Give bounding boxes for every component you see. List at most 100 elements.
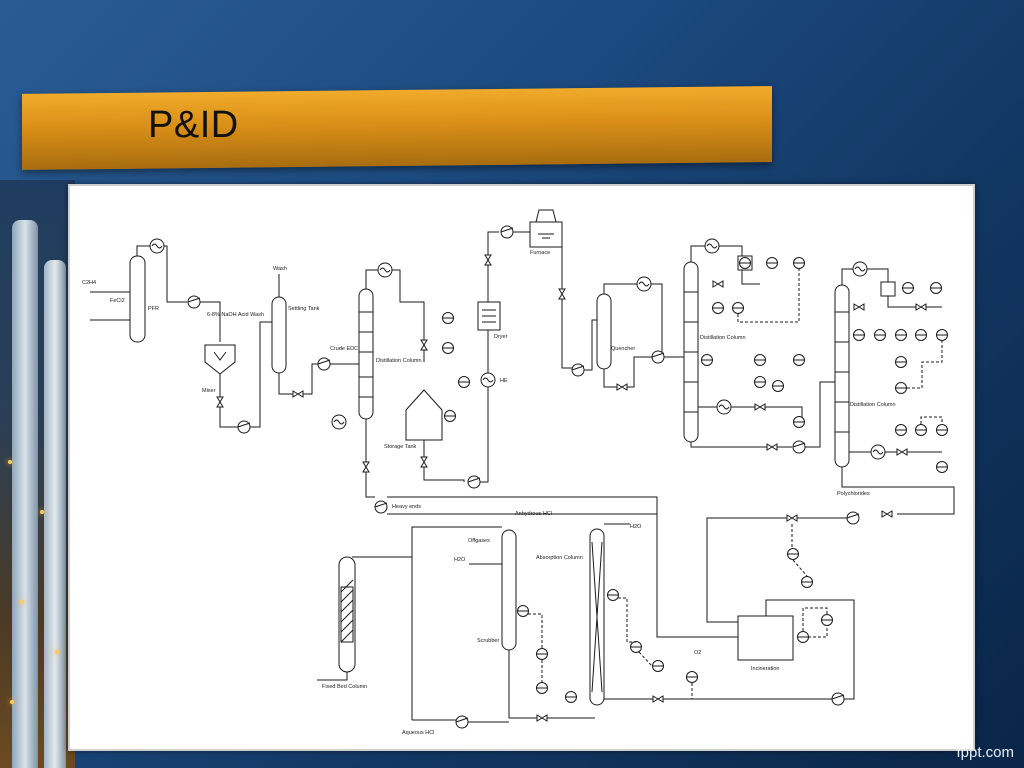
furnace-label: Furnace [530, 250, 550, 256]
instrument-icon [793, 354, 805, 366]
valve-icon [362, 461, 370, 473]
pump-icon [651, 350, 665, 364]
feed-lines [90, 291, 131, 321]
pipe [698, 406, 803, 422]
title-band [22, 86, 772, 170]
refinery-light [8, 460, 12, 464]
heat-exchanger-icon [870, 444, 886, 460]
h2o-absorption-label: H2O [630, 524, 642, 530]
instrument-icon [686, 671, 698, 683]
instrument-icon [712, 302, 724, 314]
instrument-icon [754, 354, 766, 366]
valve-icon [881, 510, 893, 518]
instrument-icon [874, 329, 886, 341]
instrument-icon [630, 641, 642, 653]
packing-hatch [340, 579, 354, 643]
incineration-label: Incineration [751, 666, 779, 672]
pipe [561, 234, 572, 369]
polychlorides-label: Polychlorides [837, 491, 870, 497]
pipe [603, 356, 652, 388]
distillation-column-3-label: Distillation Column [850, 402, 896, 408]
instrument-icon [915, 424, 927, 436]
pump-icon [500, 225, 514, 239]
instrument-icon [793, 257, 805, 269]
feed-label: FeCl2 [110, 298, 125, 304]
valve-icon [420, 339, 428, 351]
acid-wash-label: 6-8% NaOH Acid Wash [207, 312, 264, 318]
instrument-icon [787, 548, 799, 560]
pipe [219, 374, 238, 428]
distillation-column-2-label: Distillation Column [700, 335, 746, 341]
pump-icon [237, 420, 251, 434]
pipe [690, 442, 792, 448]
pfr-vessel [129, 255, 146, 343]
instrument-icon [797, 631, 809, 643]
instrument-icon [565, 691, 577, 703]
instrument-icon [936, 329, 948, 341]
wash-label: Wash [273, 266, 287, 272]
valve-icon [786, 514, 798, 522]
pump-icon [792, 440, 806, 454]
instrument-icon [895, 329, 907, 341]
instrument-icon [732, 302, 744, 314]
pfr-label: PFR [148, 306, 159, 312]
refinery-tower [12, 220, 38, 768]
instrument-icon [754, 376, 766, 388]
absorption-column-label: Absorption Column [536, 555, 583, 561]
feed-label: C2H4 [82, 280, 96, 286]
instrument-icon [915, 329, 927, 341]
pipe [423, 440, 465, 482]
valve-icon [652, 695, 664, 703]
heat-exchanger-icon [636, 276, 652, 292]
packing-cross [591, 541, 603, 693]
offgases-label: Offgases [468, 538, 490, 544]
aqueous-hcl-label: Aqueous HCl [402, 730, 434, 736]
distillation-column-1 [358, 288, 374, 420]
instrument-icon [902, 282, 914, 294]
valve-icon [766, 443, 778, 451]
valve-icon [536, 714, 548, 722]
pump-icon [571, 363, 585, 377]
heat-exchanger-icon [149, 238, 165, 254]
level-indicator-icon [458, 376, 470, 388]
pipe [317, 672, 348, 681]
controller-box-icon [880, 281, 896, 297]
heat-exchanger-icon [852, 261, 868, 277]
storage-tank-vessel [405, 389, 443, 441]
instrument-icon [517, 605, 529, 617]
instrument-icon [536, 682, 548, 694]
pid-diagram: C2H4 FeCl2 PFR 6-8% NaOH Acid Wash Mixer… [68, 184, 975, 751]
instrument-icon [936, 461, 948, 473]
valve-icon [754, 403, 766, 411]
instrument-icon [793, 416, 805, 428]
he-label: HE [500, 378, 508, 384]
instrument-icon [895, 356, 907, 368]
storage-tank-label: Storage Tank [384, 444, 417, 450]
pipe [765, 599, 855, 700]
pipe [706, 517, 847, 623]
signal-line [737, 268, 800, 323]
pipe [690, 245, 760, 285]
pipe [805, 381, 835, 448]
distillation-column-1-label: Distillation Column [376, 358, 422, 364]
refinery-light [40, 510, 44, 514]
valve-icon [484, 254, 492, 266]
pipe [387, 496, 658, 515]
quencher-label: Quencher [611, 346, 635, 352]
heat-exchanger-icon [377, 262, 393, 278]
pipe [365, 419, 375, 498]
flow-indicator-icon [442, 312, 454, 324]
heavy-ends-label: Heavy ends [392, 504, 421, 510]
instrument-icon [772, 380, 784, 392]
flow-controller-icon [442, 342, 454, 354]
instrument-icon [853, 329, 865, 341]
instrument-icon [801, 576, 813, 588]
instrument-icon [701, 354, 713, 366]
pipe [841, 467, 955, 515]
pump-icon [455, 715, 469, 729]
pump-icon [317, 357, 331, 371]
fixed-bed-column-label: Fixed Bed Column [322, 684, 367, 690]
valve-icon [558, 288, 566, 300]
pump-icon [831, 692, 845, 706]
valve-icon [896, 448, 908, 456]
